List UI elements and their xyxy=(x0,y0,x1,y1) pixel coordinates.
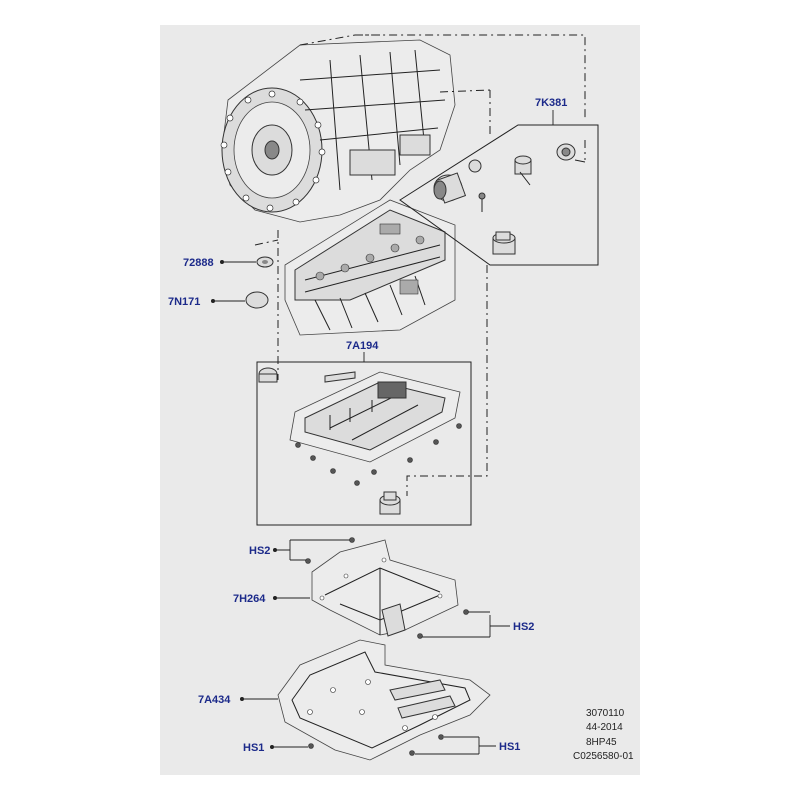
callout-7N171: 7N171 xyxy=(168,296,200,308)
bracket-7H264 xyxy=(305,537,469,639)
valve-body xyxy=(284,199,456,336)
hs1-bolts xyxy=(308,734,444,756)
box-7K381 xyxy=(399,124,599,266)
seal-connector xyxy=(492,231,516,255)
filler-plug xyxy=(379,491,401,515)
drain-plug xyxy=(258,367,278,383)
callout-7A434: 7A434 xyxy=(198,694,231,706)
leader-lines xyxy=(211,110,554,755)
callout-7K381: 7K381 xyxy=(535,97,567,109)
pan-bolts xyxy=(295,423,462,486)
callout-72888: 72888 xyxy=(183,257,214,269)
footer-line-1: 3070110 xyxy=(586,708,625,719)
footer-line-3: 8HP45 xyxy=(586,737,617,748)
callout-hs1-right: HS1 xyxy=(499,741,520,753)
assembly-lines xyxy=(254,34,586,496)
plug-cap xyxy=(556,143,576,161)
footer-line-2: 44-2014 xyxy=(586,722,623,733)
callout-7H264: 7H264 xyxy=(233,593,266,605)
seal-small xyxy=(468,159,482,173)
oil-pan xyxy=(289,371,461,463)
callout-hs1-left: HS1 xyxy=(243,742,264,754)
plug-adapter xyxy=(514,155,532,175)
cap-7N171 xyxy=(245,291,269,309)
connector-sleeve xyxy=(433,172,467,204)
footer-reference: 3070110 44-2014 8HP45 C0256580-01 xyxy=(573,708,634,762)
skid-plate-7A434 xyxy=(277,639,491,761)
seal-72888 xyxy=(256,256,274,268)
callout-hs2-upper: HS2 xyxy=(249,545,270,557)
callout-labels: 7K381 72888 7N171 7A194 HS2 7H264 HS2 7A… xyxy=(168,97,567,754)
hs2-right-bolts xyxy=(417,609,469,639)
footer-line-4: C0256580-01 xyxy=(573,751,634,762)
bolt xyxy=(478,192,486,212)
callout-7A194: 7A194 xyxy=(346,340,379,352)
callout-hs2-right: HS2 xyxy=(513,621,534,633)
transmission-case xyxy=(220,39,456,223)
